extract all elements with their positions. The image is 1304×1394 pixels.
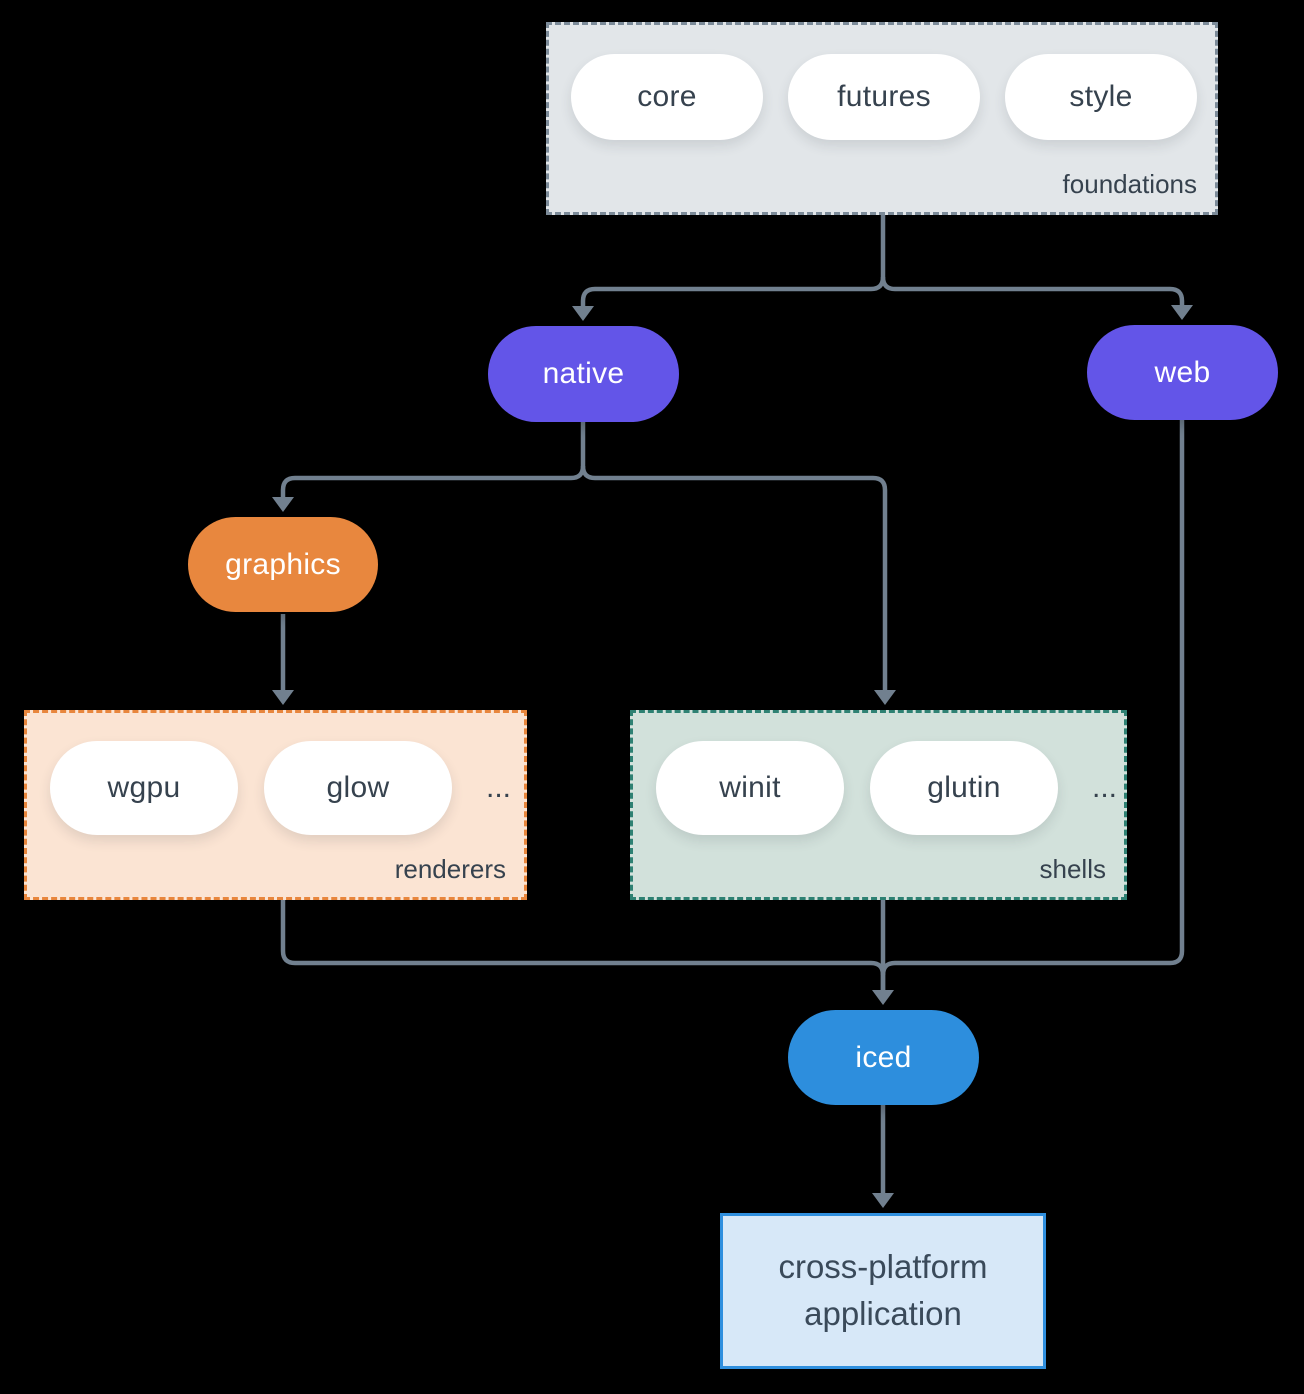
arrowhead-graphics: [272, 497, 294, 512]
node-winit: winit: [656, 741, 844, 835]
shells-ellipsis: ...: [1092, 771, 1118, 804]
node-web: web: [1087, 325, 1278, 420]
cross-platform-application-box: cross-platform application: [720, 1213, 1046, 1369]
renderers-label: renderers: [394, 854, 506, 884]
node-iced: iced: [788, 1010, 979, 1105]
edge-foundations-web: [880, 276, 1185, 305]
edge-native-graphics: [280, 422, 586, 497]
arrowhead-iced: [872, 990, 894, 1005]
renderers-group: wgpu glow ... renderers: [24, 710, 527, 900]
node-core: core: [571, 54, 763, 140]
edge-foundations-native: [580, 215, 886, 306]
node-graphics: graphics: [188, 517, 378, 612]
shells-pill-row: winit glutin ...: [633, 713, 1124, 835]
node-native: native: [488, 326, 679, 422]
arrowhead-native: [572, 306, 594, 321]
arrowhead-web: [1171, 305, 1193, 320]
node-futures: futures: [788, 54, 980, 140]
arrowhead-application: [872, 1193, 894, 1208]
arrowhead-shells: [874, 690, 896, 705]
edge-renderers-iced: [280, 900, 886, 990]
node-style: style: [1005, 54, 1197, 140]
shells-group: winit glutin ... shells: [630, 710, 1127, 900]
edge-native-shells: [580, 465, 888, 690]
shells-label: shells: [1039, 854, 1106, 884]
arrowhead-renderers: [272, 690, 294, 705]
foundations-group: core futures style foundations: [546, 22, 1218, 215]
renderers-ellipsis: ...: [486, 771, 512, 804]
node-glutin: glutin: [870, 741, 1058, 835]
renderers-pill-row: wgpu glow ...: [27, 713, 524, 835]
foundations-pill-row: core futures style: [549, 25, 1215, 140]
foundations-label: foundations: [1062, 169, 1197, 199]
node-wgpu: wgpu: [50, 741, 238, 835]
node-glow: glow: [264, 741, 452, 835]
